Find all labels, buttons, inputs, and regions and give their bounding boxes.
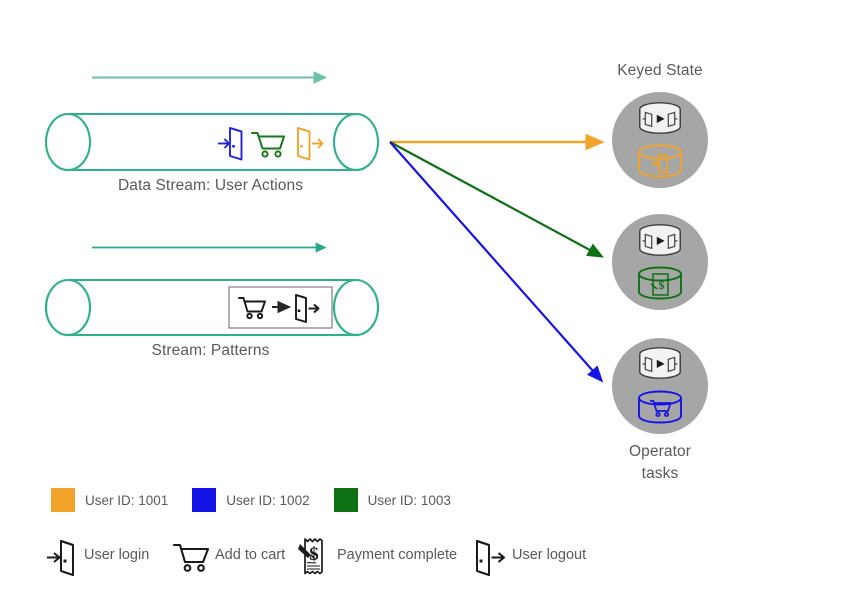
pattern-box xyxy=(228,286,333,329)
user-legend-label-1001: User ID: 1001 xyxy=(85,492,169,508)
cart-db-icon xyxy=(638,390,682,424)
user-legend-swatch-1001 xyxy=(51,488,75,512)
stream-event-user-login-icon xyxy=(218,127,243,161)
state-node-1003[interactable]: $ xyxy=(612,214,708,310)
routing-arrow-1002 xyxy=(389,141,604,383)
icon-legend-label-add-to-cart: Add to cart xyxy=(215,547,286,563)
operator-tasks-title-line2: tasks xyxy=(641,465,679,482)
legend-payment-complete-icon: $ xyxy=(298,538,323,575)
operator-db-icon xyxy=(639,224,681,256)
state-node-1001[interactable] xyxy=(612,92,708,188)
user-legend-item-1002: User ID: 1002 xyxy=(192,488,310,512)
stream-label-user-actions: Data Stream: User Actions xyxy=(117,177,304,194)
user-legend: User ID: 1001 User ID: 1002 User ID: 100… xyxy=(51,488,451,512)
operator-tasks-title-line1: Operator xyxy=(629,443,691,460)
stream-event-add-to-cart-icon xyxy=(251,132,285,158)
user-login-db-icon xyxy=(638,144,682,178)
user-legend-item-1001: User ID: 1001 xyxy=(51,488,168,512)
keyed-state-title: Keyed State xyxy=(617,62,703,79)
legend-add-to-cart-icon xyxy=(172,543,210,572)
stream-tube-user-actions xyxy=(44,112,380,172)
icon-legend-label-user-logout: User logout xyxy=(512,547,587,563)
user-legend-label-1003: User ID: 1003 xyxy=(367,492,451,508)
user-legend-swatch-1002 xyxy=(192,488,217,512)
stream-label-patterns: Stream: Patterns xyxy=(151,342,270,359)
operator-db-icon xyxy=(639,347,681,379)
pattern-add-to-cart-icon xyxy=(238,297,266,320)
stream-event-user-logout-icon xyxy=(297,127,324,161)
user-legend-item-1003: User ID: 1003 xyxy=(333,488,451,512)
icon-legend-label-payment-complete: Payment complete xyxy=(337,547,458,563)
legend-user-login-icon xyxy=(47,540,74,576)
icon-legend-label-user-login: User login xyxy=(84,547,150,563)
svg-text:$: $ xyxy=(659,278,665,292)
user-legend-swatch-1003 xyxy=(333,488,358,512)
user-legend-label-1002: User ID: 1002 xyxy=(226,492,310,508)
state-node-1002[interactable] xyxy=(612,338,708,434)
legend-user-logout-icon xyxy=(476,540,505,576)
pattern-user-logout-icon xyxy=(295,294,320,323)
stream-tube-patterns xyxy=(44,278,380,337)
routing-arrow-1003 xyxy=(389,141,604,258)
payment-db-icon: $ xyxy=(638,266,682,300)
svg-text:$: $ xyxy=(309,544,319,565)
operator-db-icon xyxy=(639,102,681,134)
